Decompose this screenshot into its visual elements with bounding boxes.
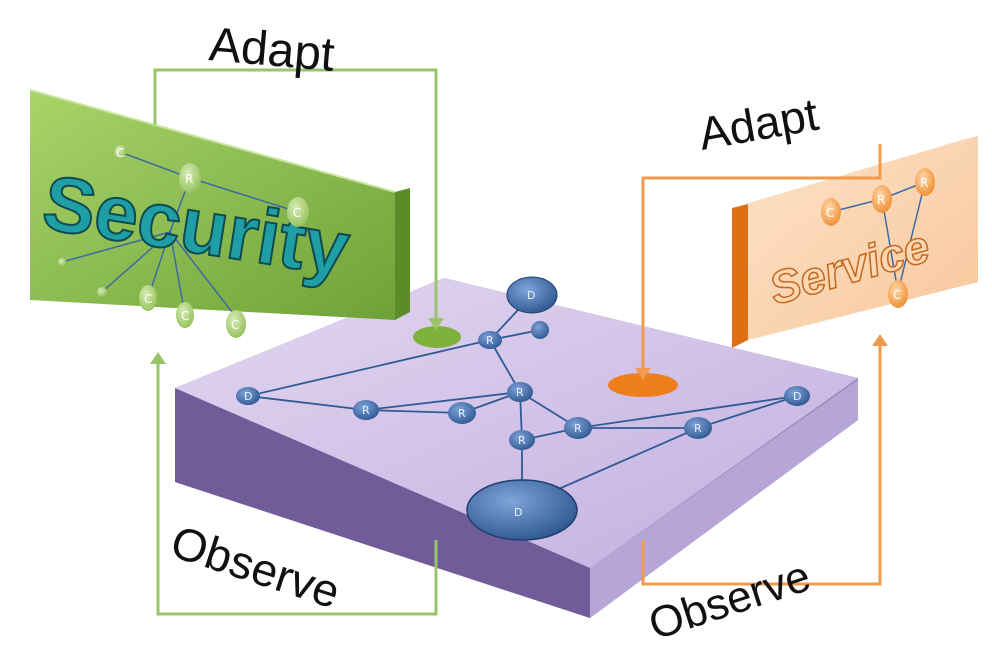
arrow-head-icon (150, 352, 166, 364)
network-node-d: D (506, 276, 558, 314)
security-adapt-target (413, 326, 461, 348)
security-node-c: C (287, 197, 309, 227)
adapt-arrow-right (641, 144, 882, 370)
svg-text:D: D (244, 390, 252, 403)
svg-text:C: C (144, 292, 152, 306)
service-node-r: R (872, 185, 892, 213)
security-node-dot (97, 287, 107, 297)
network-node-r: R (478, 331, 502, 349)
service-adapt-target (608, 373, 678, 397)
svg-text:R: R (694, 422, 702, 435)
network-node-r: R (448, 402, 476, 424)
network-node-r: R (684, 417, 712, 439)
adapt-label-right: Adapt (695, 88, 823, 160)
svg-text:D: D (527, 289, 535, 302)
adapt-label-left: Adapt (207, 18, 337, 82)
svg-text:R: R (185, 172, 193, 186)
svg-text:C: C (826, 206, 834, 220)
network-node-d: D (466, 479, 578, 541)
observe-arrow-right (641, 344, 882, 586)
svg-text:C: C (293, 206, 301, 220)
security-node-c: C (226, 310, 246, 338)
svg-text:R: R (486, 334, 494, 347)
security-node-dot (58, 258, 66, 266)
network-node-r: R (507, 382, 533, 402)
svg-text:C: C (893, 288, 901, 302)
observe-arrow-left (156, 362, 438, 616)
svg-text:R: R (518, 434, 526, 447)
service-node-c: C (888, 280, 908, 308)
network-node-d: D (784, 386, 810, 406)
svg-text:R: R (516, 386, 524, 399)
svg-text:C: C (181, 309, 189, 323)
network-node-d: D (236, 387, 260, 405)
network-node-r: R (564, 417, 592, 439)
observe-label-right: Observe (643, 552, 816, 650)
svg-text:C: C (116, 146, 124, 160)
observe-label-left: Observe (165, 515, 346, 618)
security-node-c: C (114, 145, 126, 160)
svg-text:D: D (514, 506, 522, 519)
svg-text:R: R (574, 422, 582, 435)
network-node (531, 321, 549, 339)
arrow-head-icon (635, 368, 651, 380)
svg-text:C: C (231, 318, 239, 332)
arrow-head-icon (872, 334, 888, 346)
security-node-c: C (139, 285, 157, 311)
svg-text:R: R (362, 404, 370, 417)
arrow-head-icon (428, 318, 444, 330)
service-node-r: R (915, 168, 935, 196)
svg-text:R: R (920, 176, 928, 190)
adapt-arrow-left (153, 68, 438, 320)
network-node-r: R (509, 430, 535, 450)
security-node-r: R (179, 163, 201, 193)
service-node-c: C (821, 198, 841, 226)
svg-text:R: R (458, 407, 466, 420)
svg-text:R: R (877, 193, 885, 207)
network-node-r: R (353, 400, 379, 420)
security-node-c: C (176, 302, 194, 328)
svg-text:D: D (793, 390, 801, 403)
